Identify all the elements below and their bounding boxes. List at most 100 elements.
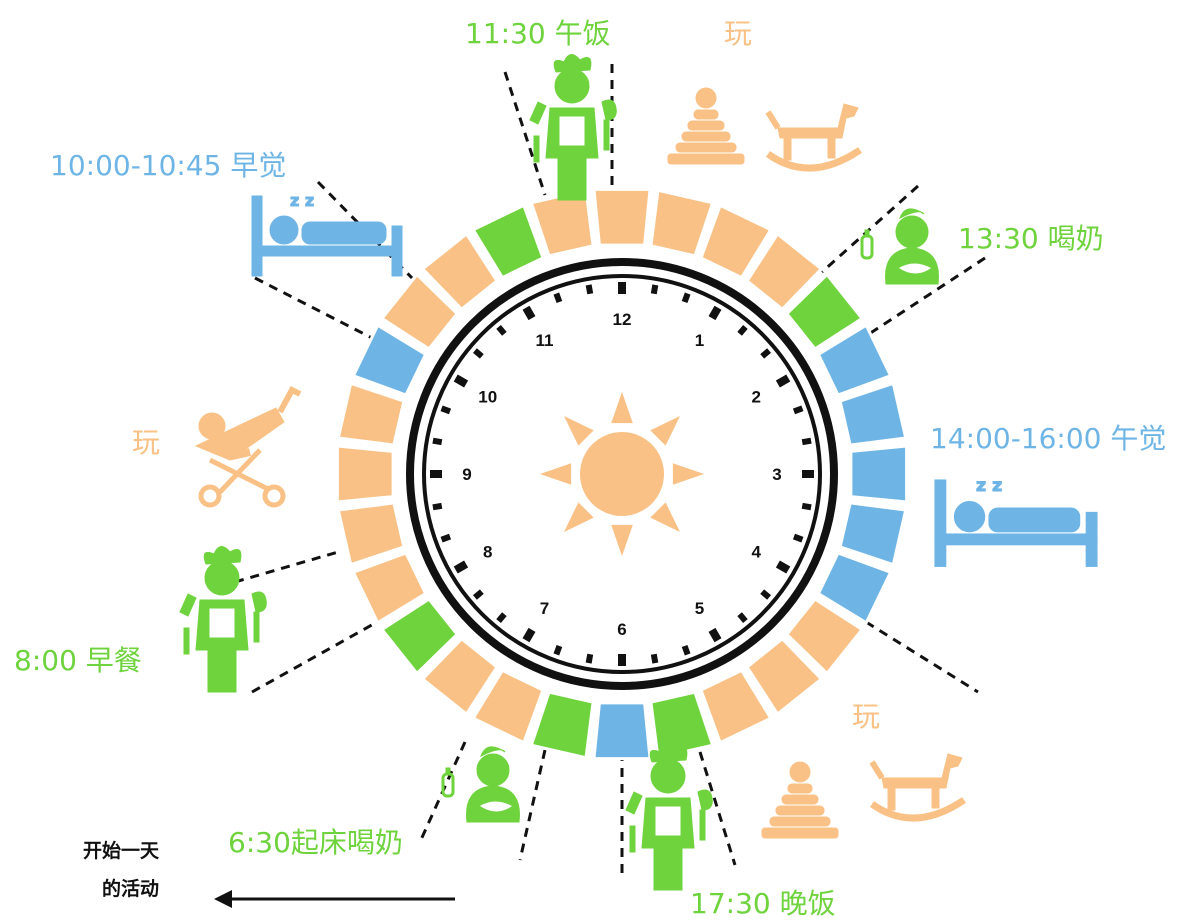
ring-segment-sleep <box>838 381 908 447</box>
lunch-person-icon <box>529 53 617 201</box>
ring-segment-sleep <box>838 501 908 567</box>
sun-ray <box>611 524 633 556</box>
ring-segment-sleep <box>592 701 652 761</box>
ring-segment-sleep <box>849 444 909 504</box>
sun-ray <box>650 502 680 532</box>
sun-ray <box>672 463 704 485</box>
tick-mark <box>553 292 563 304</box>
schedule-ring <box>335 187 909 761</box>
clock-number: 12 <box>613 310 632 329</box>
afternoon-milk-label: 13:30 喝奶 <box>958 222 1104 255</box>
sun-ray <box>650 416 680 446</box>
ring-segment-play <box>351 551 428 625</box>
start-of-day-note: 开始一天 的活动 <box>83 839 455 908</box>
tick-mark <box>792 533 804 543</box>
breakfast-person-icon <box>179 545 267 693</box>
tick-mark <box>585 284 594 295</box>
tick-mark <box>522 627 536 643</box>
clock-number: 4 <box>751 543 761 562</box>
tick-mark <box>708 627 722 643</box>
tick-mark <box>708 305 722 321</box>
tick-mark <box>737 612 748 624</box>
tick-mark <box>681 644 691 656</box>
clock-number: 10 <box>478 388 497 407</box>
sun-ray <box>564 502 594 532</box>
ring-segment-play <box>379 272 460 351</box>
start-text-line2: 的活动 <box>102 877 159 900</box>
tick-mark <box>440 405 452 415</box>
ring-segment-play <box>699 203 773 280</box>
ring-segment-meal <box>471 203 545 280</box>
wake-milk-label: 6:30起床喝奶 <box>228 826 403 859</box>
bed-sleep-icon <box>251 190 403 277</box>
mother-bottle-icon <box>860 207 940 286</box>
ring-segment-play <box>336 381 406 447</box>
clock-number: 9 <box>462 465 471 484</box>
tick-mark <box>553 644 563 656</box>
morning-nap-label: 10:00-10:45 早觉 <box>50 149 286 182</box>
sun-ray <box>564 416 594 446</box>
tick-mark <box>801 437 812 446</box>
tick-mark <box>432 437 443 446</box>
tick-mark <box>775 374 791 388</box>
clock-number: 11 <box>536 331 554 350</box>
tick-mark <box>472 348 484 359</box>
tick-mark <box>681 292 691 304</box>
clock-number: 2 <box>751 388 760 407</box>
stroller-icon <box>196 390 300 505</box>
ring-segment-play <box>649 188 715 258</box>
ring-segment-sleep <box>816 323 893 397</box>
play-label-bottom: 玩 <box>852 700 880 733</box>
tick-mark <box>650 653 659 664</box>
play-label-top: 玩 <box>724 17 752 50</box>
bed-sleep-icon <box>934 475 1098 567</box>
pyramid-toy-icon <box>761 761 839 839</box>
tick-mark <box>432 502 443 511</box>
clock-number: 7 <box>540 599 549 618</box>
clock-number: 6 <box>617 620 626 639</box>
tick-mark <box>522 305 536 321</box>
rocking-horse-icon <box>768 104 860 168</box>
dinner-label: 17:30 晚饭 <box>690 887 836 920</box>
tick-mark <box>585 653 594 664</box>
tick-mark <box>496 324 507 336</box>
ring-segment-play <box>336 501 406 567</box>
tick-mark <box>760 589 772 600</box>
tick-mark <box>737 324 748 336</box>
mother-bottle-icon <box>441 745 521 824</box>
sun-icon <box>540 392 704 556</box>
sun-ray <box>611 392 633 424</box>
clock-number: 3 <box>772 465 781 484</box>
tick-mark <box>792 405 804 415</box>
tick-mark <box>760 348 772 359</box>
ring-segment-play <box>784 597 865 676</box>
ring-segment-play <box>699 668 773 745</box>
ring-segment-play <box>745 231 824 312</box>
ring-segment-sleep <box>816 551 893 625</box>
ring-segment-play <box>745 636 824 717</box>
tick-mark <box>440 533 452 543</box>
clock-number: 1 <box>695 331 704 350</box>
tick-mark <box>453 374 469 388</box>
ring-segment-play <box>471 668 545 745</box>
guide-lines <box>234 64 986 880</box>
lunch-label: 11:30 午饭 <box>465 17 611 50</box>
tick-mark <box>650 284 659 295</box>
clock-number: 8 <box>483 543 492 562</box>
ring-segment-play <box>592 187 652 247</box>
ring-segment-meal <box>529 690 595 760</box>
tick-mark <box>775 560 791 574</box>
start-text-line1: 开始一天 <box>83 839 160 862</box>
tick-mark <box>801 502 812 511</box>
afternoon-nap-label: 14:00-16:00 午觉 <box>930 422 1166 455</box>
ring-segment-meal <box>379 597 460 676</box>
dinner-person-icon <box>625 743 713 891</box>
rocking-horse-icon <box>872 754 964 818</box>
ring-segment-meal <box>784 272 865 351</box>
play-label-left: 玩 <box>132 426 160 459</box>
clock-number: 5 <box>695 599 704 618</box>
pyramid-toy-icon <box>667 87 745 165</box>
tick-mark <box>453 560 469 574</box>
ring-segment-play <box>335 444 395 504</box>
